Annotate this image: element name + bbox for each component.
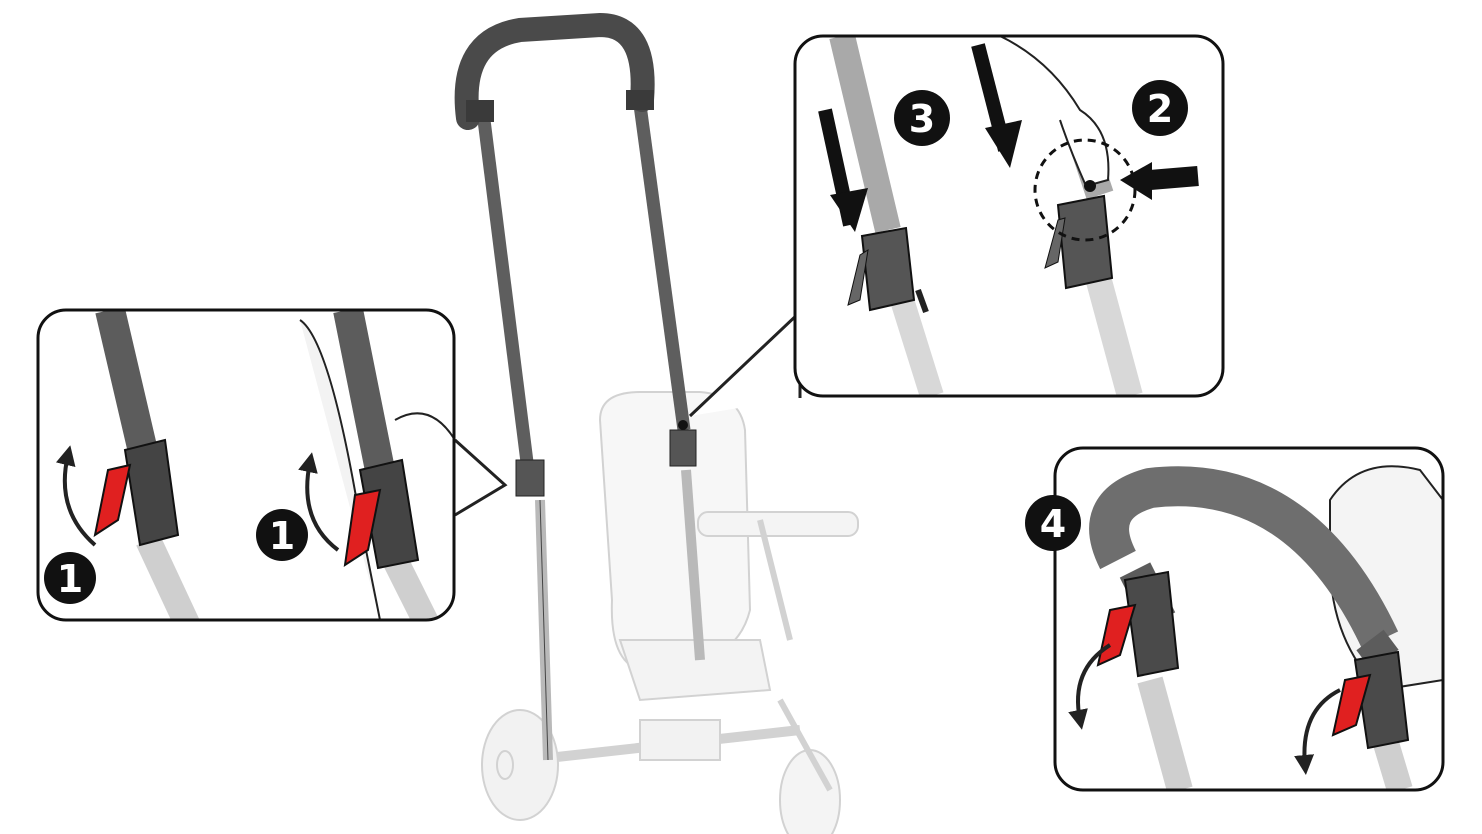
step-badge [256, 509, 308, 561]
step-badge [1132, 80, 1188, 136]
step-badge [44, 552, 96, 604]
step-number: 1 [269, 514, 295, 558]
step-badge [1025, 495, 1081, 551]
curved-arrow-down-icon [1294, 688, 1341, 775]
straight-arrow-icon [1149, 166, 1199, 190]
detail-panel-lock: 4 [1025, 446, 1445, 792]
step-number: 4 [1040, 502, 1066, 546]
push-handle-frame [454, 12, 705, 761]
step-number: 2 [1147, 87, 1173, 131]
detail-panel-press-button: 3 2 [793, 34, 1225, 398]
step-badge [894, 90, 950, 146]
step-number: 3 [909, 97, 935, 141]
curved-arrow-down-icon [1068, 643, 1112, 730]
curved-arrow-up-icon [298, 452, 340, 552]
tricycle-ghost [481, 391, 859, 834]
step-number: 1 [57, 557, 83, 601]
curved-arrow-up-icon [55, 445, 97, 547]
detail-panel-unlock: 1 1 [36, 308, 456, 622]
